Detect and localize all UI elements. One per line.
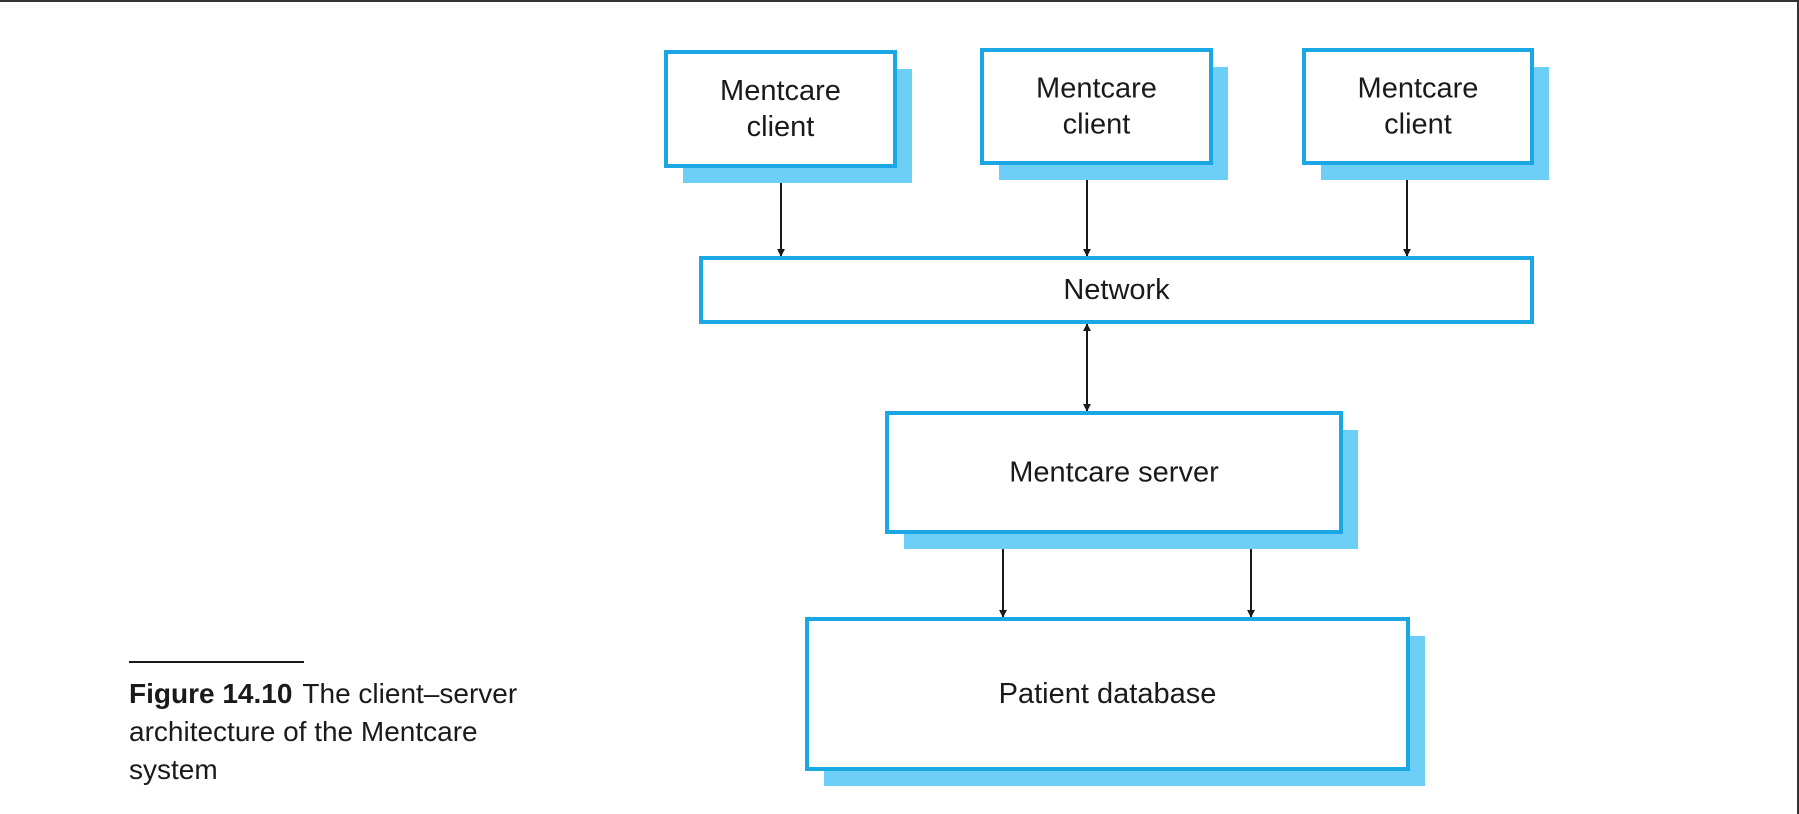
nodes-layer: Mentcare client Mentcare client Mentcare clie… xyxy=(664,48,1549,786)
node-label: Network xyxy=(1063,274,1170,306)
figure-label: Figure 14.10 xyxy=(129,678,293,709)
node-label: Mentcare xyxy=(1036,73,1157,105)
node-box xyxy=(1302,48,1534,165)
node-client-1: Mentcare client xyxy=(664,50,912,183)
node-box xyxy=(980,48,1213,165)
node-label: Patient database xyxy=(999,678,1217,710)
node-box xyxy=(699,256,1534,324)
caption-rule xyxy=(129,661,304,663)
node-label: Mentcare server xyxy=(1009,457,1219,489)
node-label: client xyxy=(1063,109,1131,141)
node-box xyxy=(805,617,1410,771)
figure-caption-text: The client–server architecture of the Me… xyxy=(129,678,518,785)
node-database: Patient database xyxy=(805,617,1425,786)
node-server: Mentcare server xyxy=(885,411,1358,549)
node-label: client xyxy=(747,111,815,143)
node-client-3: Mentcare client xyxy=(1302,48,1549,180)
top-border-line xyxy=(0,0,1799,2)
node-box xyxy=(664,50,897,168)
right-border-line xyxy=(1797,0,1799,814)
node-client-2: Mentcare client xyxy=(980,48,1228,180)
node-network: Network xyxy=(699,256,1534,324)
node-box xyxy=(885,411,1343,534)
node-label: Mentcare xyxy=(1358,73,1479,105)
node-label: client xyxy=(1384,109,1452,141)
node-label: Mentcare xyxy=(720,75,841,107)
edges-layer xyxy=(777,164,1411,618)
